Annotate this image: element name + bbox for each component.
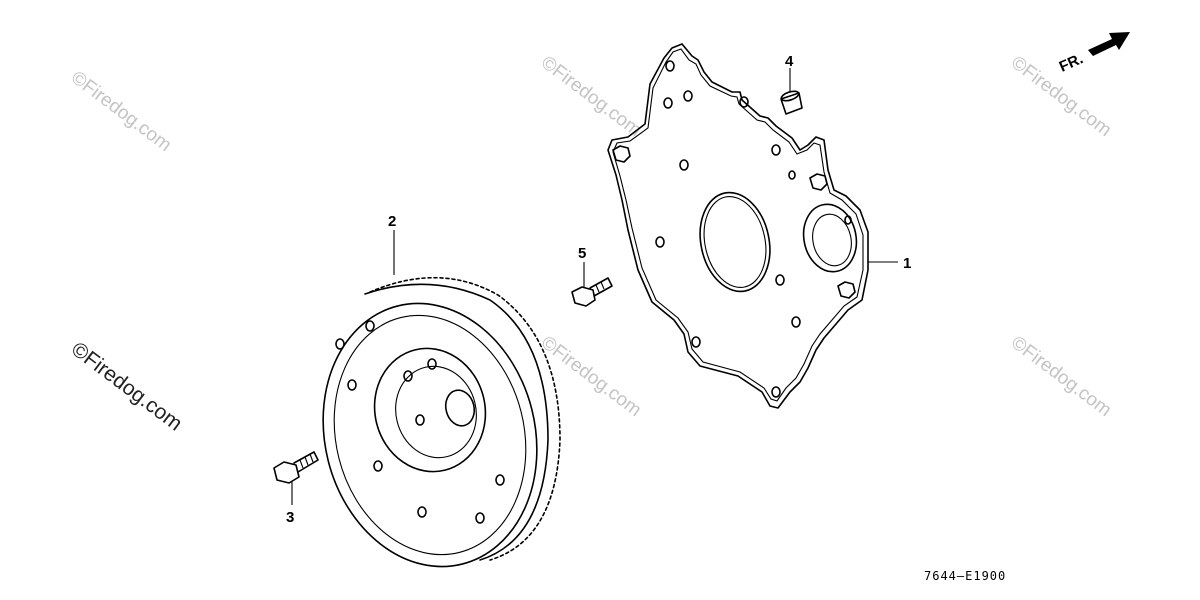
callout-1: 1 [903,255,911,272]
plate-nuts [612,145,856,299]
callout-2: 2 [388,213,396,230]
front-direction-label: FR. [1057,50,1086,75]
leader-lines [291,68,898,505]
flywheel-bolt-holes [335,320,505,524]
watermark-middle-right: ©Firedog.com [1007,332,1115,421]
front-direction-indicator: FR. [1057,32,1130,76]
callout-4: 4 [785,53,794,70]
flywheel-bolt-part-3 [273,451,319,484]
callout-3: 3 [286,509,294,526]
watermark-bottom-left: ©Firedog.com [67,338,186,436]
flywheel-part-2 [322,276,561,568]
watermark-top-center: ©Firedog.com [537,52,645,141]
callouts: 1 2 3 4 5 [286,53,911,526]
plate-bolt-holes [655,60,852,398]
plate-bolt-part-5 [571,277,613,307]
dowel-pin-part-4 [780,90,803,115]
diagram-code: 7644–E1900 [924,569,1006,583]
watermarks: ©Firedog.com ©Firedog.com ©Firedog.com ©… [67,52,1115,435]
callout-5: 5 [578,245,586,262]
front-direction-arrow-icon [1088,32,1130,56]
watermark-middle-center: ©Firedog.com [537,332,645,421]
watermark-top-left: ©Firedog.com [67,67,175,156]
drive-plate-part-1 [607,43,869,409]
